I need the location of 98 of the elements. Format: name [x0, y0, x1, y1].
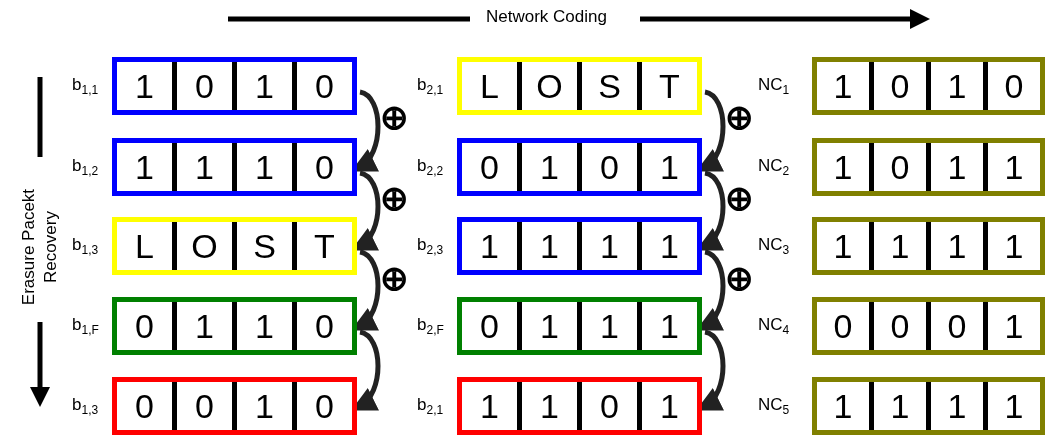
packet-label: b$_{1,3}$	[72, 235, 99, 258]
bit-value: 1	[135, 66, 154, 106]
bit-value: 1	[833, 386, 853, 426]
bit-value: 0	[480, 306, 499, 346]
bit-value: 1	[890, 226, 910, 266]
xor-symbol: ⊕	[725, 99, 753, 135]
bit-value: 0	[480, 147, 499, 187]
packet-label: b$_{2,1}$	[417, 395, 444, 418]
packet-label: b$_{2,2}$	[417, 156, 444, 179]
bit-value: 1	[195, 306, 214, 346]
bit-value: 1	[540, 386, 559, 426]
bit-value: 0	[833, 306, 853, 346]
xor-symbol: ⊕	[725, 260, 753, 296]
packet-label: b$_{1,3}$	[72, 395, 99, 418]
bit-value: 1	[480, 386, 499, 426]
bit-value: 1	[1004, 386, 1024, 426]
bit-value: 0	[315, 306, 334, 346]
bit-value: 1	[135, 147, 154, 187]
bit-value: 0	[947, 306, 967, 346]
bit-value: L	[135, 226, 154, 266]
bit-value: 1	[540, 147, 559, 187]
packet-label: b$_{1,F}$	[72, 315, 99, 338]
bit-value: 0	[890, 306, 910, 346]
bit-value: 1	[600, 306, 619, 346]
bit-value: 1	[890, 386, 910, 426]
bit-value: S	[253, 226, 276, 266]
packet-label: b$_{2,1}$	[417, 75, 444, 98]
packet-row	[457, 217, 702, 275]
bit-value: 1	[540, 306, 559, 346]
packet-row	[812, 297, 1045, 355]
packet-row	[812, 377, 1045, 435]
packet-label: b$_{2,3}$	[417, 235, 444, 258]
bit-value: 1	[833, 66, 853, 106]
xor-symbol: ⊕	[725, 180, 753, 216]
direction-label: Erasure Pacekt Recovery	[18, 187, 61, 308]
bit-value: 1	[600, 226, 619, 266]
bit-value: T	[659, 66, 680, 106]
direction-label: Network Coding	[486, 7, 607, 27]
packet-label: b$_{1,2}$	[72, 156, 99, 179]
bit-value: 0	[135, 386, 154, 426]
bit-value: O	[191, 226, 218, 266]
bit-value: 0	[195, 386, 214, 426]
bit-value: 1	[195, 147, 214, 187]
bit-value: 1	[947, 226, 967, 266]
bit-value: 1	[660, 386, 679, 426]
packet-row	[812, 138, 1045, 196]
bit-value: 1	[1004, 306, 1024, 346]
packet-row	[812, 217, 1045, 275]
bit-value: 1	[255, 306, 274, 346]
bit-value: O	[536, 66, 563, 106]
bit-value: 1	[255, 386, 274, 426]
bit-value: 0	[315, 386, 334, 426]
packet-label: NC$_{2}$	[758, 156, 790, 179]
bit-value: 1	[660, 226, 679, 266]
bit-value: L	[480, 66, 499, 106]
bit-value: 0	[600, 386, 619, 426]
bit-value: 1	[480, 226, 499, 266]
packet-row	[457, 138, 702, 196]
packet-row	[112, 57, 357, 115]
bit-value: 1	[660, 147, 679, 187]
packet-row	[112, 217, 357, 275]
packet-row	[112, 297, 357, 355]
packet-row	[112, 138, 357, 196]
packet-label: NC$_{1}$	[758, 75, 790, 98]
bit-value: 0	[600, 147, 619, 187]
bit-value: 1	[947, 66, 967, 106]
bit-value: S	[598, 66, 621, 106]
packet-label: b$_{2,F}$	[417, 315, 444, 338]
xor-symbol: ⊕	[380, 99, 408, 135]
bit-value: 0	[890, 66, 910, 106]
bit-value: 1	[255, 147, 274, 187]
packet-label: NC$_{3}$	[758, 235, 790, 258]
bit-value: 1	[255, 66, 274, 106]
bit-value: 1	[1004, 147, 1024, 187]
bit-value: 1	[947, 147, 967, 187]
bit-value: T	[314, 226, 335, 266]
packet-row	[457, 377, 702, 435]
bit-value: 1	[833, 147, 853, 187]
bit-value: 1	[947, 386, 967, 426]
bit-value: 0	[1004, 66, 1024, 106]
bit-value: 0	[315, 66, 334, 106]
packet-label: NC$_{4}$	[758, 315, 790, 338]
packet-label: b$_{1,1}$	[72, 75, 99, 98]
packet-row	[457, 57, 702, 115]
bit-value: 1	[540, 226, 559, 266]
packet-row	[457, 297, 702, 355]
bit-value: 1	[833, 226, 853, 266]
packet-row	[812, 57, 1045, 115]
bit-value: 0	[890, 147, 910, 187]
bit-value: 0	[195, 66, 214, 106]
bit-value: 1	[1004, 226, 1024, 266]
bit-value: 0	[315, 147, 334, 187]
bit-value: 0	[135, 306, 154, 346]
packet-label: NC$_{5}$	[758, 395, 790, 418]
xor-symbol: ⊕	[380, 180, 408, 216]
xor-symbol: ⊕	[380, 260, 408, 296]
packet-row	[112, 377, 357, 435]
bit-value: 1	[660, 306, 679, 346]
